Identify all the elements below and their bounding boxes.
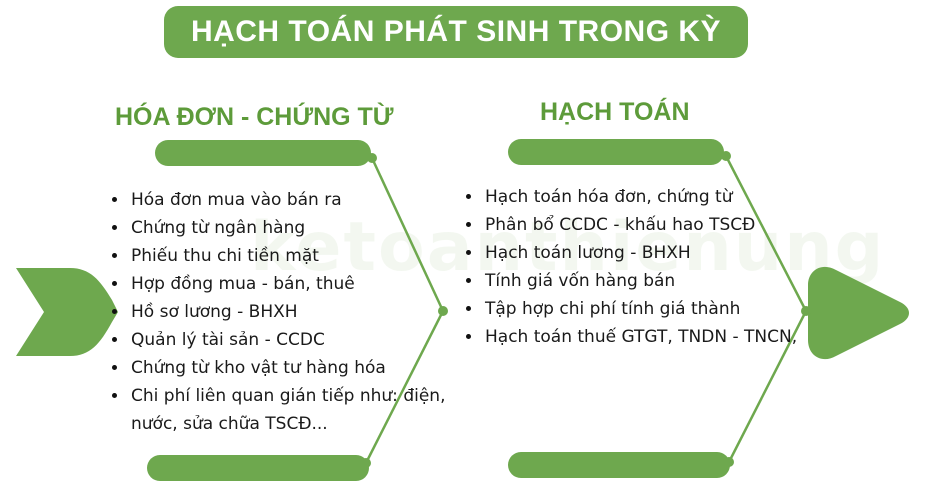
connector-line xyxy=(724,155,808,312)
list-item: Chứng từ kho vật tư hàng hóa xyxy=(129,354,449,382)
list-item: Tính giá vốn hàng bán xyxy=(483,267,803,295)
connector-line xyxy=(727,310,808,463)
list-item: Hợp đồng mua - bán, thuê xyxy=(129,270,449,298)
connector-line xyxy=(370,157,445,312)
list-item: Hạch toán lương - BHXH xyxy=(483,239,803,267)
right-item-list: Hạch toán hóa đơn, chứng từ Phân bổ CCDC… xyxy=(461,183,803,351)
left-item-list: Hóa đơn mua vào bán ra Chứng từ ngân hàn… xyxy=(107,186,449,438)
list-item: Phiếu thu chi tiền mặt xyxy=(129,242,449,270)
left-top-bar xyxy=(155,140,371,166)
list-item: Chi phí liên quan gián tiếp như: điện, n… xyxy=(129,382,449,438)
right-bottom-bar xyxy=(508,452,730,478)
list-item: Hạch toán thuế GTGT, TNDN - TNCN, xyxy=(483,323,803,351)
list-item: Chứng từ ngân hàng xyxy=(129,214,449,242)
connector-dot xyxy=(438,306,448,316)
list-item: Hóa đơn mua vào bán ra xyxy=(129,186,449,214)
right-arrow-icon xyxy=(808,266,909,360)
left-chevron-icon xyxy=(16,268,118,356)
connector-line xyxy=(364,310,445,464)
list-item: Phân bổ CCDC - khấu hao TSCĐ xyxy=(483,211,803,239)
right-column-heading: HẠCH TOÁN xyxy=(540,98,690,126)
title-banner: HẠCH TOÁN PHÁT SINH TRONG KỲ xyxy=(164,6,748,58)
list-item: Hạch toán hóa đơn, chứng từ xyxy=(483,183,803,211)
list-item: Hồ sơ lương - BHXH xyxy=(129,298,449,326)
page-title: HẠCH TOÁN PHÁT SINH TRONG KỲ xyxy=(190,15,722,48)
list-item: Tập hợp chi phí tính giá thành xyxy=(483,295,803,323)
watermark-logo: ketoanthienung xyxy=(250,208,886,287)
left-column-heading: HÓA ĐƠN - CHỨNG TỪ xyxy=(115,103,394,131)
connector-dot xyxy=(801,306,811,316)
left-bottom-bar xyxy=(147,455,369,481)
right-top-bar xyxy=(508,139,724,165)
list-item: Quản lý tài sản - CCDC xyxy=(129,326,449,354)
